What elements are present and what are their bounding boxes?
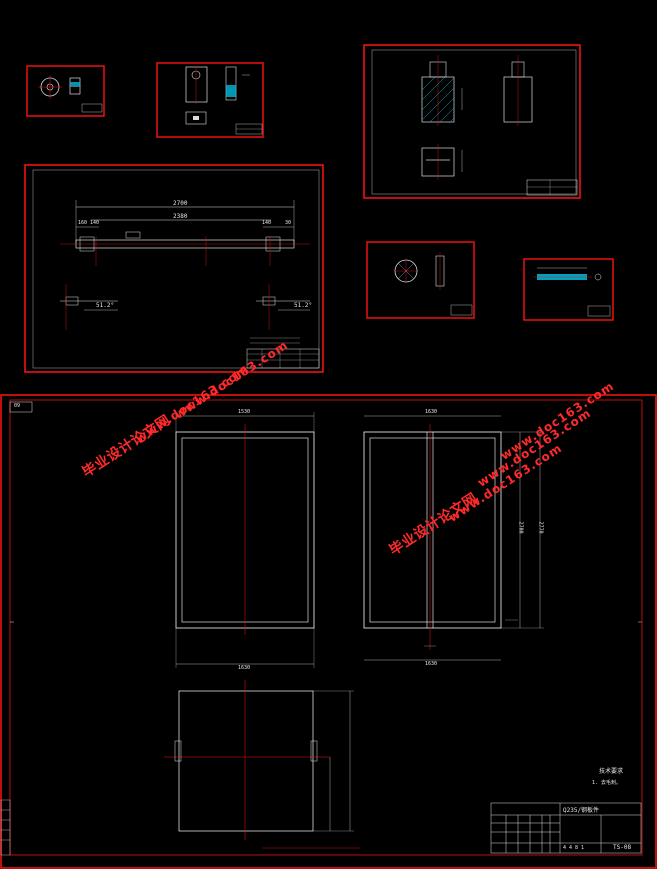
frame-front-view bbox=[175, 412, 315, 668]
dim-side-height-b: 2770 bbox=[537, 521, 544, 534]
sheet-small-6 bbox=[523, 258, 614, 321]
sheet-drawing-4 bbox=[24, 164, 324, 373]
dim-slope-left: 51.2° bbox=[96, 302, 115, 309]
sheet-small-2 bbox=[156, 62, 264, 138]
sheet-tag: 09 bbox=[14, 403, 21, 409]
title-block-material: Q235/钢板件 bbox=[563, 807, 600, 814]
dim-side-height-a: 2700 bbox=[517, 521, 524, 534]
frame-plan-view bbox=[164, 680, 360, 849]
dim-overall-length: 2700 bbox=[173, 200, 188, 207]
dim-side-width: 1630 bbox=[425, 409, 438, 415]
dim-side-bottom-width: 1630 bbox=[425, 661, 438, 667]
dim-left-b: 140 bbox=[90, 220, 100, 226]
frame-side-view bbox=[363, 415, 544, 661]
dim-inner-length: 2380 bbox=[173, 213, 188, 220]
dim-front-bottom-width: 1630 bbox=[238, 665, 251, 671]
main-title-block bbox=[490, 802, 642, 854]
sheet-drawing-3 bbox=[363, 44, 581, 199]
tech-req-line: 1. 去毛刺。 bbox=[592, 780, 622, 786]
dim-left-a: 160 bbox=[78, 220, 88, 226]
dim-slope-right: 51.2° bbox=[294, 302, 313, 309]
dim-right-a: 140 bbox=[262, 220, 272, 226]
sheet-small-1 bbox=[26, 65, 105, 117]
sheet-small-5 bbox=[366, 241, 475, 319]
tech-req-title: 技术要求 bbox=[599, 768, 624, 775]
title-block-scale-row: 4 4 8 1 bbox=[563, 845, 585, 851]
dim-right-b: 30 bbox=[285, 220, 292, 226]
dim-front-width: 1530 bbox=[238, 409, 251, 415]
sheet-main bbox=[0, 394, 657, 869]
title-block-drawing-no: TS-08 bbox=[613, 844, 632, 851]
